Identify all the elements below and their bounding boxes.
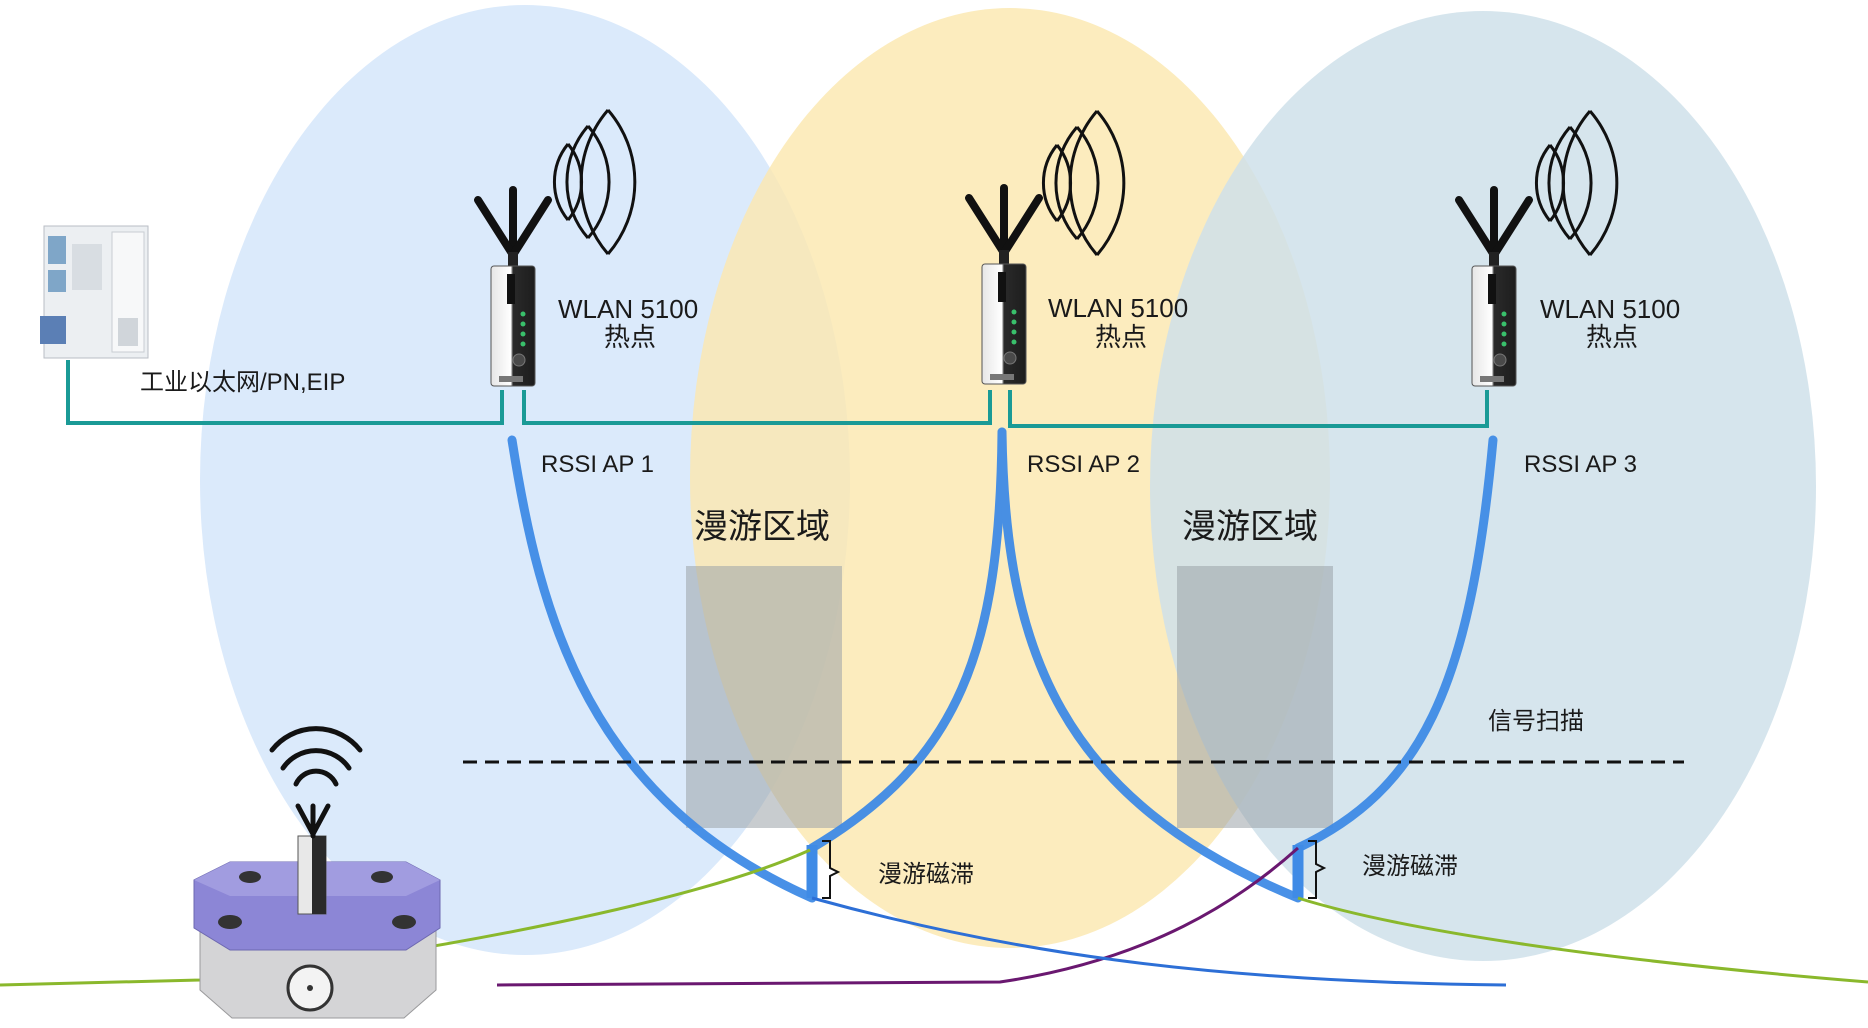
roaming-zone-box-1 [686,566,842,828]
roaming-tape-label-1: 漫游磁滞 [878,861,974,888]
roaming-zone-label-2: 漫游区域 [1182,508,1318,546]
network-label: 工业以太网/PN,EIP [140,369,345,396]
ap2-role-label: 热点 [1095,322,1147,352]
signal-scan-label: 信号扫描 [1488,708,1584,735]
roaming-zone-label-1: 漫游区域 [694,508,830,546]
roaming-zone-box-2 [1177,566,1333,828]
hysteresis-bracket-1 [822,840,841,899]
roaming-tape-label-2: 漫游磁滞 [1362,853,1458,880]
rssi-ap3-label: RSSI AP 3 [1524,451,1637,478]
ap3-role-label: 热点 [1586,322,1638,352]
plc-controller [40,225,149,359]
track-purple [496,846,1300,987]
coverage-cell-ap2 [690,8,1330,948]
ap2-device-label: WLAN 5100 [1048,293,1188,323]
ap1-device-label: WLAN 5100 [558,294,698,324]
track-green-2 [1297,896,1868,984]
ethernet-cable [66,360,1489,428]
agv-vehicle [193,803,441,1019]
track-blue [811,896,1507,987]
rssi-ap2-label: RSSI AP 2 [1027,451,1140,478]
rssi-ap1-label: RSSI AP 1 [541,451,654,478]
ap1-role-label: 热点 [604,322,656,352]
hysteresis-bracket-2 [1308,840,1327,899]
agv-wifi-icon [269,726,363,787]
rssi-curves [507,427,1498,903]
ap3-device-label: WLAN 5100 [1540,294,1680,324]
